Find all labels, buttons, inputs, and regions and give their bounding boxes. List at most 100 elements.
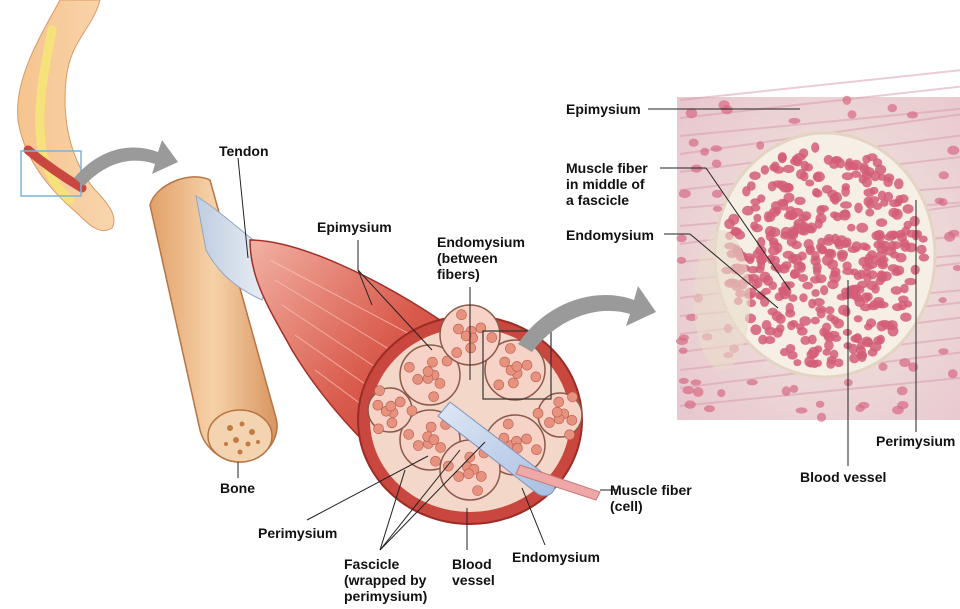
muscle-fiber <box>512 361 522 371</box>
label-epimysium-left: Epimysium <box>317 219 392 235</box>
micrograph-fiber <box>919 236 928 243</box>
micrograph-fiber <box>804 239 814 249</box>
micrograph-fiber <box>919 254 929 262</box>
micrograph-fiber <box>761 165 769 175</box>
micrograph-fiber <box>869 196 879 203</box>
micrograph-fiber <box>679 189 691 198</box>
micrograph-fiber <box>802 282 813 290</box>
muscle-fiber <box>435 378 445 388</box>
micrograph-fiber <box>879 363 888 371</box>
micrograph-fiber <box>886 231 897 239</box>
micrograph-fiber <box>820 285 828 295</box>
label-bone: Bone <box>220 480 255 496</box>
micrograph-fiber <box>799 293 807 302</box>
muscle-fiber <box>426 422 436 432</box>
micrograph-fiber <box>826 359 835 369</box>
micrograph-fiber <box>805 180 814 187</box>
micrograph-fiber <box>677 257 686 264</box>
micrograph-fiber <box>761 288 771 295</box>
muscle-fiber <box>453 324 463 334</box>
muscle-fiber <box>522 434 532 444</box>
micrograph-fiber <box>939 171 949 179</box>
micrograph-fiber <box>817 413 826 422</box>
muscle-fiber <box>413 441 423 451</box>
micrograph-fiber <box>830 350 839 359</box>
micrograph-fiber <box>911 265 920 275</box>
label-epimysium-right: Epimysium <box>566 101 641 117</box>
micrograph-fiber <box>686 108 698 118</box>
micrograph-fiber <box>823 237 834 246</box>
micrograph-fiber <box>790 320 799 327</box>
micrograph-fiber <box>822 323 831 333</box>
micrograph-fiber <box>787 237 797 246</box>
label-muscle-fiber-middle: Muscle fiber in middle of a fascicle <box>566 160 648 208</box>
micrograph-fiber <box>884 173 895 182</box>
muscle-fiber <box>404 429 414 439</box>
muscle-fiber <box>457 310 467 320</box>
micrograph-fiber <box>813 298 824 306</box>
micrograph-fiber <box>679 378 689 384</box>
muscle-fiber <box>568 392 578 402</box>
micrograph-fiber <box>800 336 810 345</box>
micrograph-fiber <box>888 326 899 337</box>
micrograph-fiber <box>830 194 838 203</box>
label-fascicle: Fascicle (wrapped by perimysium) <box>344 556 427 604</box>
micrograph-fiber <box>898 296 909 303</box>
micrograph <box>676 70 960 422</box>
micrograph-fiber <box>704 405 715 412</box>
micrograph-fiber <box>852 334 861 343</box>
micrograph-fiber <box>865 209 874 217</box>
muscle-fiber <box>429 392 439 402</box>
micrograph-fiber <box>877 240 885 247</box>
micrograph-fiber <box>898 194 908 203</box>
label-endomysium-right: Endomysium <box>566 227 654 243</box>
micrograph-fiber <box>908 362 918 372</box>
micrograph-fiber <box>876 251 887 259</box>
micrograph-fiber <box>848 162 859 170</box>
micrograph-fiber <box>691 379 702 385</box>
micrograph-fiber <box>843 96 852 105</box>
micrograph-fiber <box>769 240 779 248</box>
micrograph-fiber <box>935 198 945 204</box>
muscle-fiber <box>375 386 385 396</box>
micrograph-fiber <box>841 186 850 197</box>
micrograph-fiber <box>797 327 808 336</box>
micrograph-fiber <box>856 223 868 233</box>
muscle-fiber <box>531 372 541 382</box>
muscle-fiber <box>423 367 433 377</box>
micrograph-fiber <box>909 216 919 227</box>
micrograph-fiber <box>785 309 795 317</box>
micrograph-fiber <box>877 301 889 308</box>
micrograph-fiber <box>891 269 901 276</box>
micrograph-fiber <box>806 223 817 234</box>
micrograph-fiber <box>796 169 806 179</box>
micrograph-fiber <box>847 224 855 232</box>
muscle-fiber <box>505 343 515 353</box>
micrograph-fiber <box>813 171 825 182</box>
micrograph-fiber <box>840 201 852 209</box>
micrograph-fiber <box>842 268 853 275</box>
muscle-fiber <box>508 378 518 388</box>
micrograph-fiber <box>864 323 872 330</box>
label-perimysium-left: Perimysium <box>258 525 337 541</box>
muscle-fiber <box>395 397 405 407</box>
arrow-2 <box>518 286 656 352</box>
muscle-fiber <box>404 362 414 372</box>
micrograph-fiber <box>811 317 820 325</box>
micrograph-fiber <box>870 342 882 352</box>
micrograph-fiber <box>787 211 798 219</box>
micrograph-fiber <box>713 206 722 212</box>
micrograph-fiber <box>683 386 695 394</box>
micrograph-fiber <box>862 155 871 164</box>
micrograph-fiber <box>827 331 839 338</box>
micrograph-fiber <box>842 172 854 180</box>
muscle-fiber <box>552 407 562 417</box>
micrograph-fiber <box>874 230 885 239</box>
micrograph-fiber <box>790 158 801 166</box>
micrograph-fiber <box>892 209 903 220</box>
muscle-fiber <box>413 374 423 384</box>
muscle-fiber <box>452 348 462 358</box>
muscle-fiber <box>500 357 510 367</box>
micrograph-fiber <box>818 205 829 212</box>
muscle-fiber <box>554 397 564 407</box>
